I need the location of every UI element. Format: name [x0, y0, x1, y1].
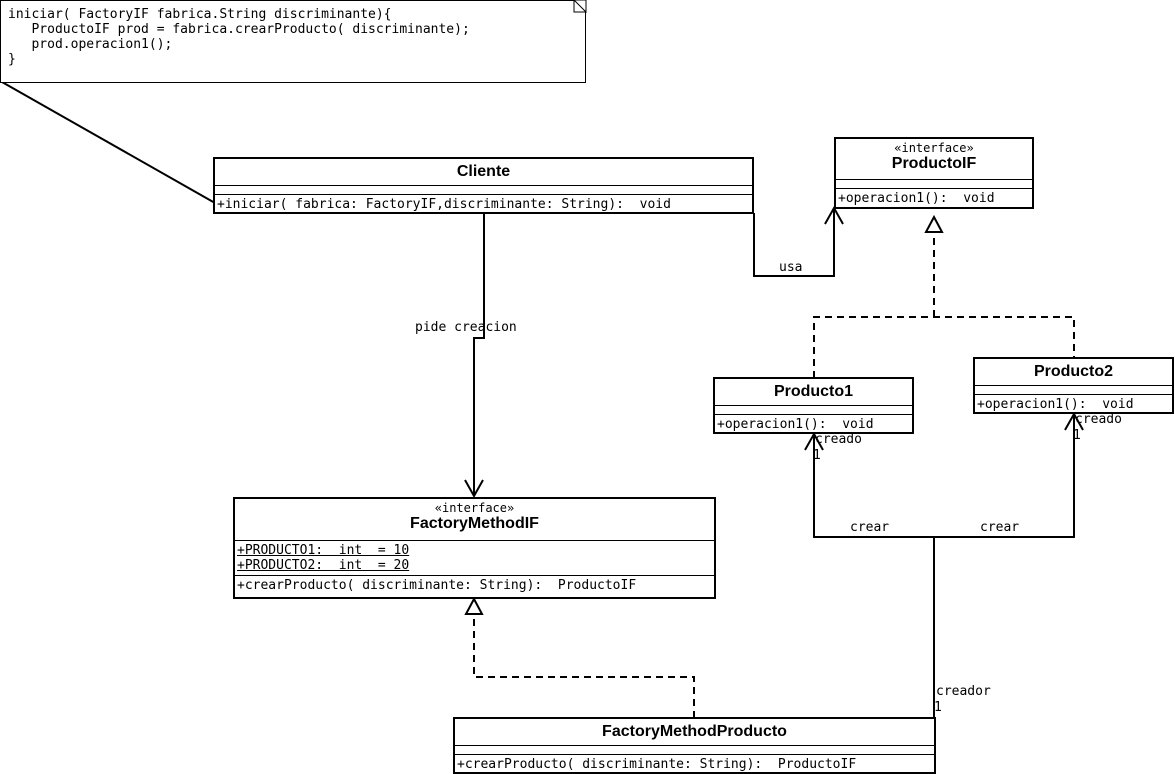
class-operation: +operacion1(): void: [836, 188, 1032, 206]
class-name: Producto1: [773, 383, 854, 400]
class-producto2[interactable]: Producto2 +operacion1(): void: [973, 357, 1174, 414]
crear-producto2-arrowhead: [1064, 411, 1084, 431]
class-operation: +crearProducto( discriminante: String): …: [455, 754, 934, 772]
class-name: FactoryMethodIF: [410, 515, 539, 532]
stereotype-label: «interface»: [434, 501, 515, 515]
note-anchor-line: [1, 81, 216, 204]
creado-multiplicity: 1: [813, 448, 821, 463]
stereotype-label: «interface»: [894, 141, 974, 155]
class-operation: +crearProducto( discriminante: String): …: [235, 575, 714, 593]
class-attribute: +PRODUCTO2: int = 20: [237, 558, 410, 573]
class-operation: +iniciar( fabrica: FactoryIF,discriminan…: [215, 194, 752, 212]
note-code: iniciar( FactoryIF fabrica.String discri…: [1, 1, 585, 73]
note-line: prod.operacion1();: [8, 37, 173, 52]
class-attribute: +PRODUCTO1: int = 10: [237, 543, 410, 558]
creado-role-label: creado: [1075, 412, 1122, 427]
realization-producto-lines: [813, 316, 1075, 378]
usa-label: usa: [779, 260, 803, 275]
class-operation: +operacion1(): void: [975, 394, 1172, 412]
class-operation: +operacion1(): void: [715, 414, 912, 432]
note-line: ProductoIF prod = fabrica.crearProducto(…: [8, 22, 470, 37]
class-producto1[interactable]: Producto1 +operacion1(): void: [713, 377, 914, 434]
code-note: iniciar( FactoryIF fabrica.String discri…: [0, 0, 586, 83]
realization-factory-line: [473, 614, 695, 718]
pide-creacion-arrowhead: [464, 479, 484, 499]
crear-producto1-arrowhead: [804, 431, 824, 451]
note-line: iniciar( FactoryIF fabrica.String discri…: [8, 7, 392, 22]
class-factorymethodproducto[interactable]: FactoryMethodProducto +crearProducto( di…: [453, 717, 936, 774]
interface-productoif[interactable]: «interface» ProductoIF +operacion1(): vo…: [834, 137, 1034, 209]
class-name: ProductoIF: [891, 155, 977, 172]
interface-factorymethodif[interactable]: «interface» FactoryMethodIF +PRODUCTO1: …: [233, 497, 716, 599]
creador-multiplicity: 1: [934, 700, 942, 715]
note-fold-corner: [573, 0, 587, 14]
realization-factory-triangle: [464, 596, 484, 615]
usa-association-line: [753, 208, 835, 277]
crear-producto1-line: [813, 434, 935, 718]
crear-label: crear: [980, 520, 1020, 535]
class-name: FactoryMethodProducto: [602, 723, 787, 740]
crear-producto2-line: [934, 414, 1075, 538]
pide-creacion-association-line: [473, 213, 485, 496]
creado-role-label: creado: [815, 432, 862, 447]
class-name: Producto2: [1033, 363, 1114, 380]
creado-multiplicity: 1: [1073, 428, 1081, 443]
creador-role-label: creador: [936, 684, 991, 699]
realization-producto-triangle: [924, 214, 944, 233]
crear-label: crear: [850, 520, 890, 535]
class-name: Cliente: [456, 163, 511, 180]
pide-creacion-label: pide creacion: [415, 320, 517, 335]
class-cliente[interactable]: Cliente +iniciar( fabrica: FactoryIF,dis…: [213, 157, 754, 214]
note-line: }: [8, 52, 16, 67]
